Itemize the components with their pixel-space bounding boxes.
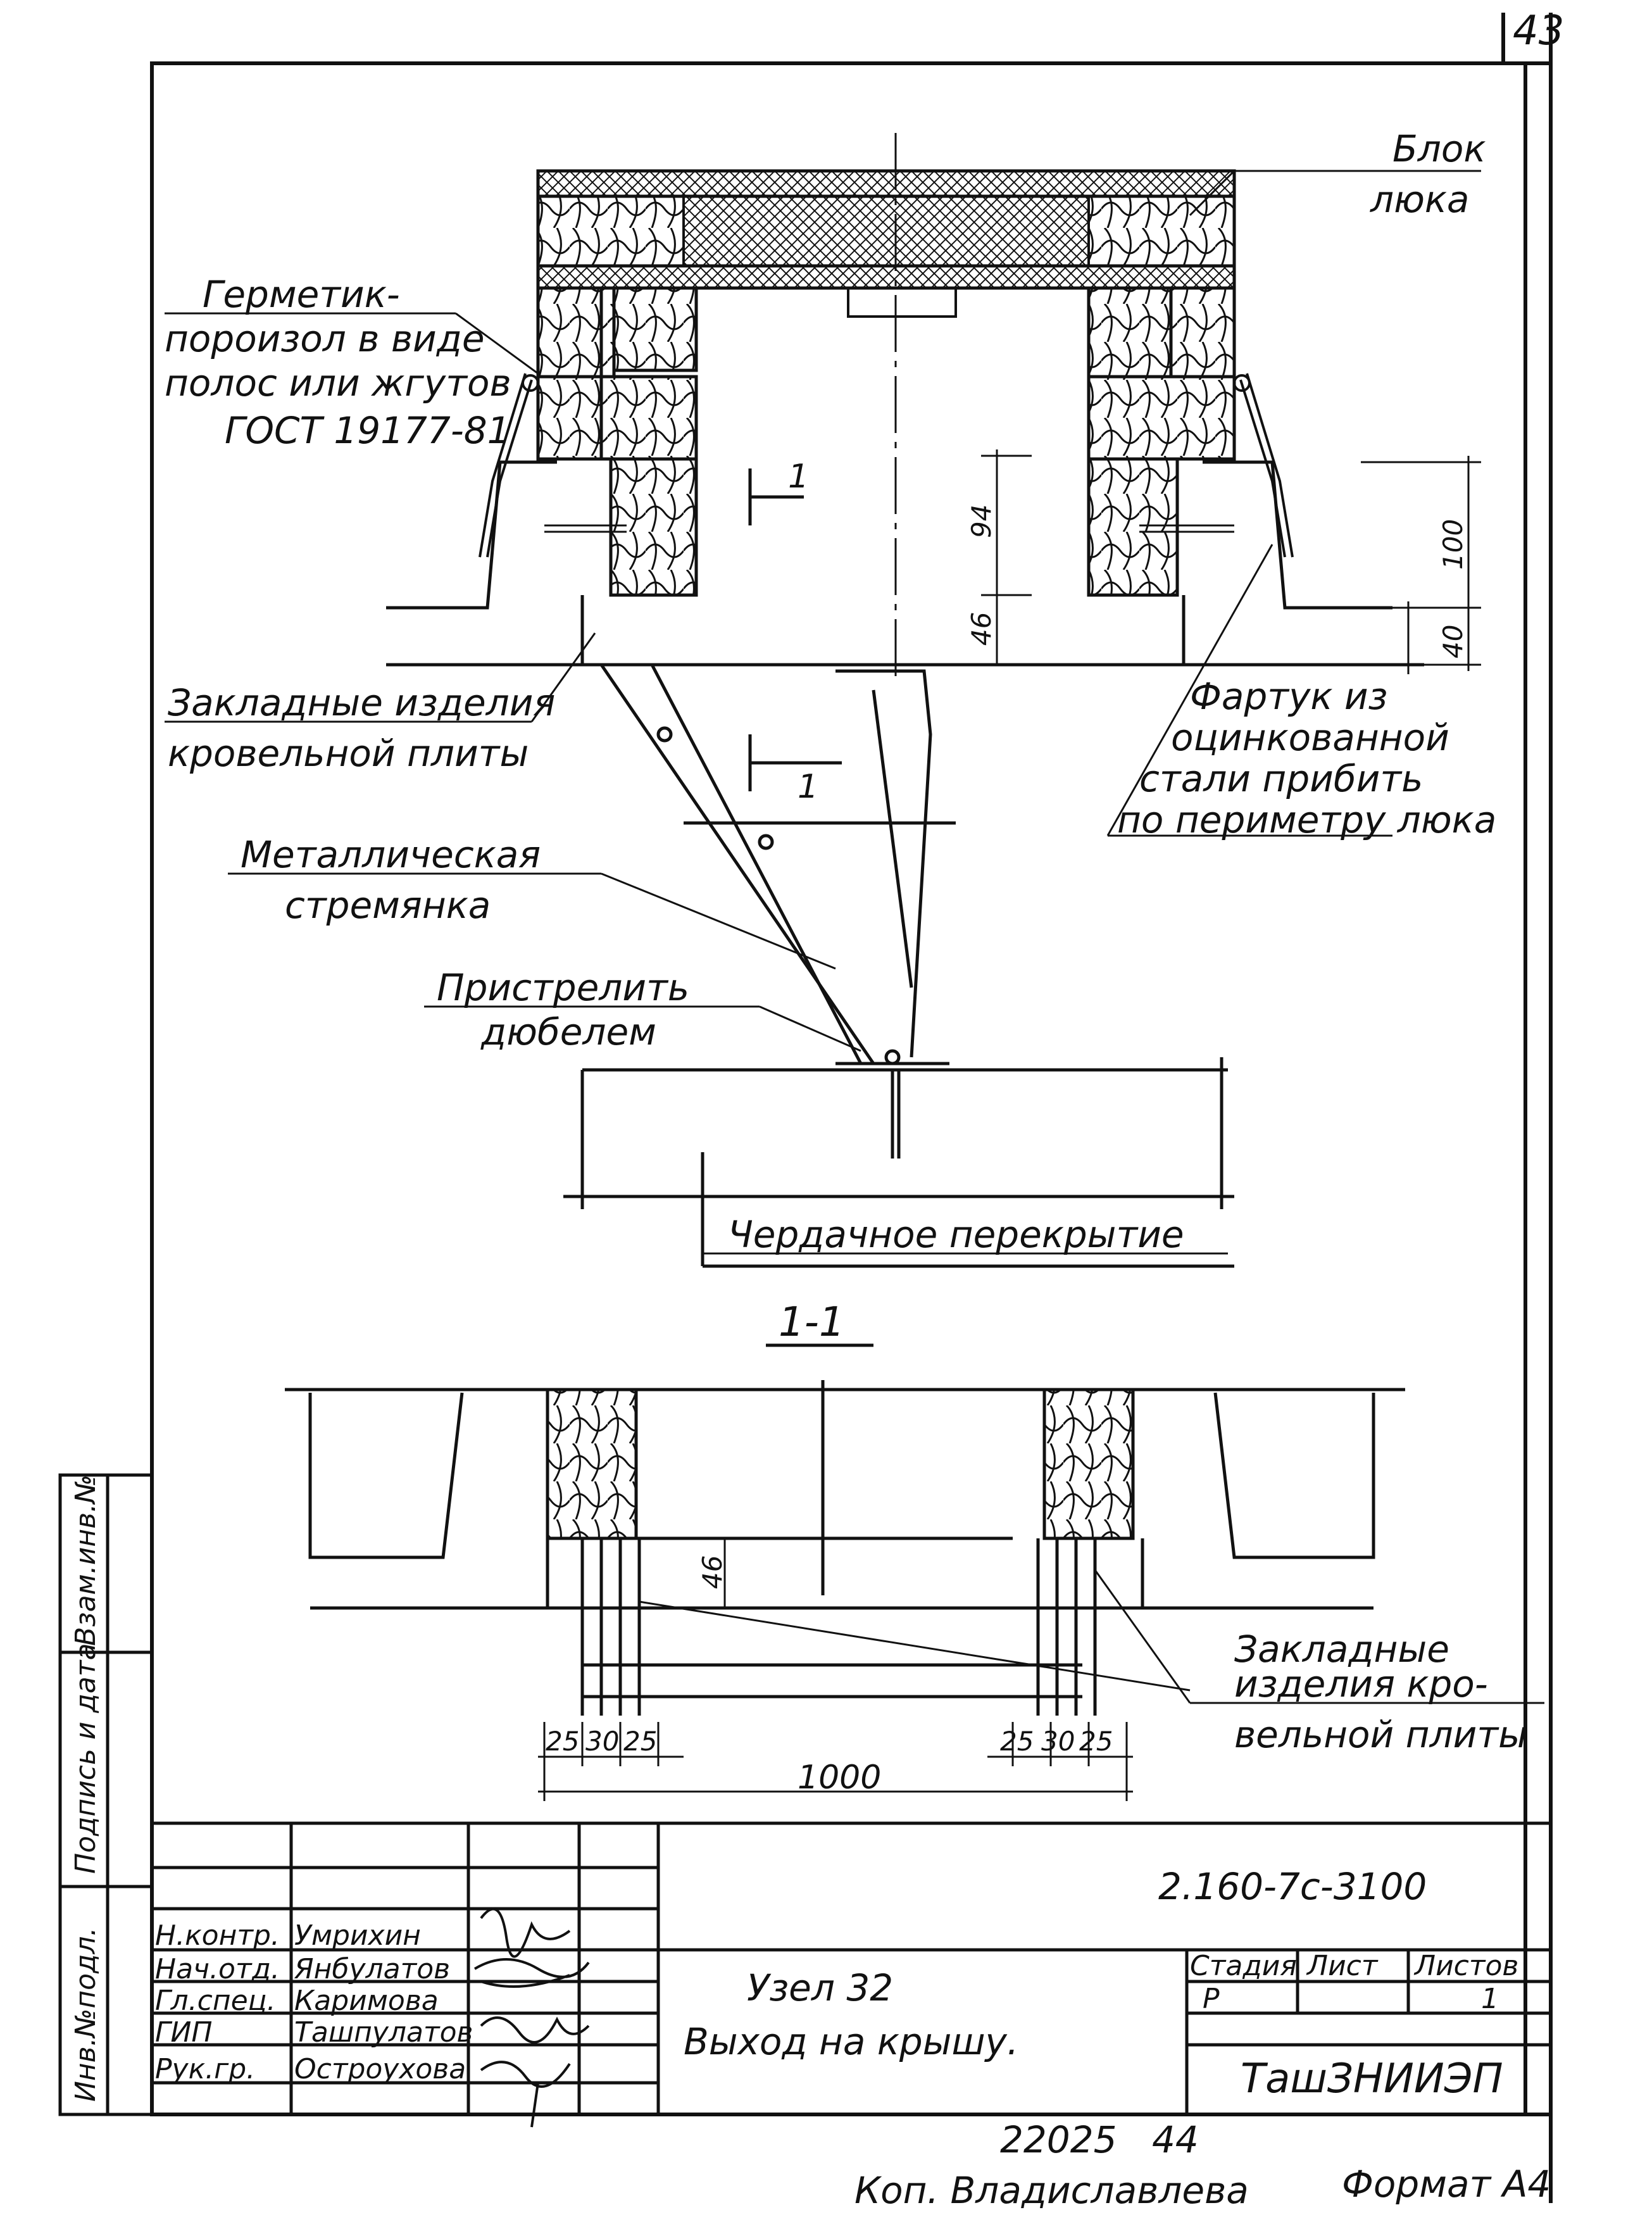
callout-ladder-2: стремянка bbox=[285, 884, 491, 927]
callout-sealant-4: ГОСТ 19177-81 bbox=[225, 409, 511, 452]
left-frame-timber bbox=[536, 286, 698, 597]
section-timber-right bbox=[1042, 1388, 1135, 1540]
right-frame-timber bbox=[1087, 286, 1236, 597]
callout-hatch-block-1: Блок bbox=[1392, 127, 1486, 170]
role-3: Гл.спец. bbox=[155, 1985, 276, 2017]
section-embedded-plates bbox=[580, 1538, 1097, 1716]
role-5: Рук.гр. bbox=[155, 2053, 255, 2085]
dim-25d: 25 bbox=[1079, 1726, 1113, 1757]
callout-sealant-3: полос или жгутов bbox=[165, 361, 511, 405]
page-number: 43 bbox=[1513, 8, 1564, 54]
section-label: 1-1 bbox=[779, 1299, 845, 1346]
title-block-grid bbox=[152, 1821, 1551, 2114]
cut-mark-bottom: 1 bbox=[798, 768, 818, 806]
name-5: Остроухова bbox=[294, 2053, 466, 2085]
dim-30a: 30 bbox=[585, 1726, 619, 1757]
dim-30b: 30 bbox=[1041, 1726, 1075, 1757]
section-cut-marks bbox=[748, 468, 842, 791]
callout-dowel-2: дюбелем bbox=[480, 1010, 656, 1053]
callout-ladder-1: Металлическая bbox=[241, 833, 541, 876]
dim-94: 94 bbox=[966, 505, 997, 538]
role-4: ГИП bbox=[155, 2016, 213, 2049]
dim-46: 46 bbox=[966, 612, 997, 646]
archive-suffix: 44 bbox=[1152, 2118, 1199, 2161]
nails bbox=[544, 524, 1234, 533]
callout-hatch-block-2: люка bbox=[1370, 178, 1469, 221]
callout-sealant-1: Герметик- bbox=[203, 273, 400, 316]
section-dim-lines bbox=[538, 1537, 1544, 1801]
name-3: Каримова bbox=[294, 1985, 439, 2017]
callout-apron-1: Фартук из bbox=[1190, 675, 1387, 718]
section-1-1-drawing bbox=[285, 1380, 1405, 1699]
section-timber-left bbox=[546, 1388, 638, 1540]
metal-ladder bbox=[599, 663, 956, 1159]
dim-25b: 25 bbox=[623, 1726, 657, 1757]
callout-apron-4: по периметру люка bbox=[1117, 798, 1496, 841]
leader-lines bbox=[165, 170, 1481, 1255]
sheets-value: 1 bbox=[1481, 1983, 1499, 2015]
stamp-sign-date: Подпись и дата bbox=[70, 1643, 102, 1874]
hatch-block bbox=[536, 169, 1236, 318]
side-stamp bbox=[58, 1473, 154, 2116]
dim-46-section: 46 bbox=[697, 1555, 728, 1589]
signatures bbox=[473, 1907, 590, 2128]
copied-by: Коп. Владиславлева bbox=[854, 2169, 1249, 2212]
name-2: Янбулатов bbox=[294, 1953, 450, 1985]
name-1: Умрихин bbox=[294, 1919, 421, 1952]
dim-40: 40 bbox=[1437, 625, 1468, 658]
title-line-1: Узел 32 bbox=[747, 1966, 893, 2009]
callout-embedded2-1: Закладные bbox=[1234, 1628, 1449, 1671]
dim-100: 100 bbox=[1437, 519, 1468, 570]
name-4: Ташпулатов bbox=[294, 2016, 473, 2049]
organization: ТашЗНИИЭП bbox=[1241, 2056, 1503, 2102]
callout-sealant-2: пороизол в виде bbox=[165, 317, 485, 360]
role-2: Нач.отд. bbox=[155, 1953, 280, 1985]
dim-1000: 1000 bbox=[798, 1759, 881, 1797]
sheet-frame bbox=[150, 13, 1553, 2203]
stamp-inv-orig: Инв.№подл. bbox=[70, 1927, 102, 2102]
title-line-2: Выход на крышу. bbox=[684, 2020, 1018, 2063]
sheets-header: Листов bbox=[1413, 1950, 1518, 1982]
doc-code: 2.160-7с-3100 bbox=[1158, 1865, 1427, 1908]
callout-apron-3: стали прибить bbox=[1139, 757, 1423, 800]
dimension-lines-left bbox=[981, 449, 1032, 666]
apron-flashing bbox=[479, 373, 1294, 558]
stamp-replace-inv: Взам.инв.№ bbox=[70, 1474, 102, 1646]
callout-attic-floor: Чердачное перекрытие bbox=[728, 1213, 1184, 1256]
roof-slab bbox=[386, 460, 1424, 667]
sheet-header: Лист bbox=[1306, 1950, 1379, 1982]
dim-25c: 25 bbox=[1000, 1726, 1034, 1757]
callout-embedded2-2: изделия кро- bbox=[1234, 1662, 1488, 1705]
dimension-lines-right bbox=[1361, 456, 1481, 674]
callout-embedded2-3: вельной плиты bbox=[1234, 1713, 1527, 1756]
cut-mark-top: 1 bbox=[788, 458, 809, 496]
callout-embedded-1: Закладные изделия bbox=[168, 681, 555, 724]
stage-header: Стадия bbox=[1190, 1950, 1297, 1982]
callout-apron-2: оцинкованной bbox=[1171, 716, 1449, 759]
role-1: Н.контр. bbox=[155, 1919, 280, 1952]
callout-embedded-2: кровельной плиты bbox=[168, 732, 529, 775]
attic-floor-slab bbox=[563, 1057, 1234, 1268]
stage-value: Р bbox=[1203, 1983, 1220, 2015]
archive-number: 22025 bbox=[1000, 2118, 1117, 2161]
callout-dowel-1: Пристрелить bbox=[437, 966, 689, 1009]
dim-25a: 25 bbox=[546, 1726, 579, 1757]
format-label: Формат А4 bbox=[1342, 2163, 1551, 2206]
